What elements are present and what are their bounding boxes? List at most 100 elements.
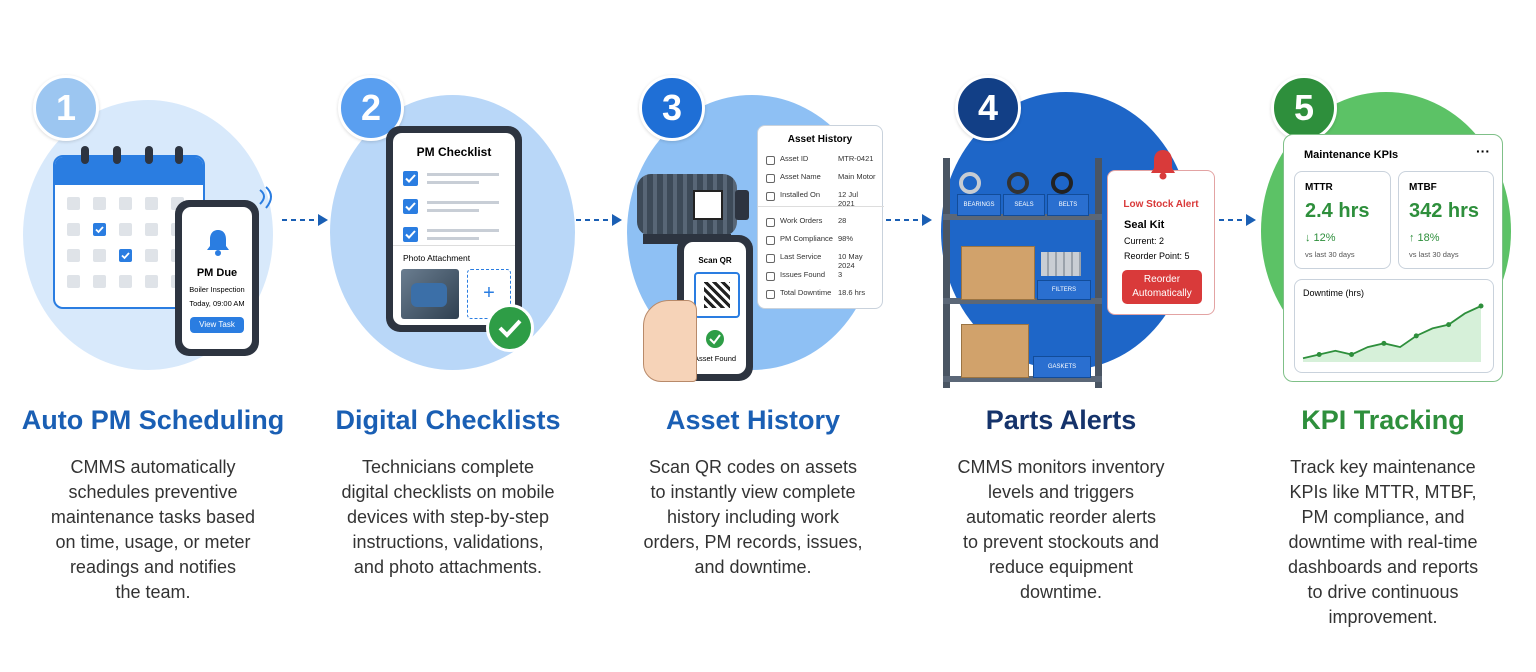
asset-history-row: Last Service 10 May 2024 bbox=[766, 252, 876, 270]
asset-history-card-title: Asset History bbox=[787, 134, 853, 145]
desc-line: devices with step-by-step bbox=[346, 507, 550, 527]
step-1-badge: 1 bbox=[33, 75, 99, 141]
step-5-title: KPI Tracking bbox=[1301, 405, 1465, 435]
calendar-day bbox=[93, 249, 106, 262]
low-stock-alert-title: Low Stock Alert bbox=[1123, 199, 1199, 210]
checklist-item[interactable] bbox=[403, 169, 513, 189]
calendar-day bbox=[67, 275, 80, 288]
chart-point bbox=[1478, 303, 1484, 309]
kpi-card-title: Maintenance KPIs bbox=[1304, 149, 1399, 161]
row-key: Asset Name bbox=[780, 172, 821, 181]
row-value: Main Motor bbox=[838, 172, 876, 181]
step-1-title: Auto PM Scheduling bbox=[21, 405, 285, 435]
chart-point bbox=[1413, 333, 1419, 339]
flow-arrow-2 bbox=[576, 214, 622, 226]
step-2-title: Digital Checklists bbox=[335, 405, 561, 435]
alert-current-stock: Current: 2 bbox=[1124, 236, 1165, 246]
asset-history-row: Issues Found 3 bbox=[766, 270, 876, 284]
calendar-day bbox=[119, 223, 132, 236]
desc-line: reduce equipment bbox=[988, 557, 1134, 577]
checkbox-checked-icon bbox=[403, 227, 418, 242]
alert-task: Boiler Inspection bbox=[189, 285, 245, 294]
bell-icon bbox=[204, 227, 232, 257]
reorder-automatically-button[interactable]: Reorder Automatically bbox=[1122, 270, 1202, 304]
mttr-period: vs last 30 days bbox=[1305, 250, 1355, 259]
step-3-badge: 3 bbox=[639, 75, 705, 141]
calendar-day bbox=[93, 223, 106, 236]
signal-icon bbox=[259, 186, 272, 209]
desc-line: readings and notifies bbox=[69, 557, 237, 577]
desc-line: Technicians complete bbox=[361, 457, 535, 477]
motor-photo bbox=[401, 269, 459, 319]
mtbf-value: 342 hrs bbox=[1409, 200, 1480, 222]
cardboard-box bbox=[961, 324, 1029, 378]
desc-line: KPIs like MTTR, MTBF, bbox=[1289, 482, 1477, 502]
checkbox-checked-icon bbox=[403, 171, 418, 186]
chart-point bbox=[1316, 352, 1322, 358]
chart-area bbox=[1303, 306, 1481, 362]
calendar-day bbox=[67, 249, 80, 262]
kpi-menu-icon[interactable]: ··· bbox=[1476, 143, 1490, 159]
row-value: 98% bbox=[838, 234, 854, 243]
desc-line: levels and triggers bbox=[987, 482, 1135, 502]
row-value: 10 May 2024 bbox=[838, 252, 863, 270]
desc-line: the team. bbox=[115, 582, 191, 602]
desc-line: dashboards and reports bbox=[1287, 557, 1479, 577]
step-4-title: Parts Alerts bbox=[985, 405, 1137, 435]
downtime-line-chart bbox=[1302, 303, 1484, 362]
calendar-day bbox=[119, 197, 132, 210]
mtbf-card: MTBF 342 hrs ↑ 18% vs last 30 days bbox=[1398, 171, 1494, 269]
step-3-title: Asset History bbox=[665, 405, 841, 435]
desc-line: to instantly view complete bbox=[650, 482, 856, 502]
scan-qr-label: Scan QR bbox=[698, 256, 732, 265]
row-value: 28 bbox=[838, 216, 847, 225]
mttr-card: MTTR 2.4 hrs ↓ 12% vs last 30 days bbox=[1294, 171, 1391, 269]
checklist-item[interactable] bbox=[403, 225, 513, 245]
row-icon bbox=[766, 254, 775, 263]
desc-line: downtime with real-time bbox=[1288, 532, 1478, 552]
row-icon bbox=[766, 272, 775, 281]
alert-title: PM Due bbox=[196, 267, 238, 279]
checklist-item[interactable] bbox=[403, 197, 513, 217]
calendar-day bbox=[145, 275, 158, 288]
mttr-change: ↓ 12% bbox=[1305, 232, 1336, 244]
row-key: Last Service bbox=[780, 252, 822, 261]
kpi-dashboard-card: Maintenance KPIs ··· MTTR 2.4 hrs ↓ 12% … bbox=[1283, 134, 1503, 382]
checklist-title: PM Checklist bbox=[416, 145, 492, 159]
mtbf-label: MTBF bbox=[1409, 182, 1437, 193]
calendar-day bbox=[145, 249, 158, 262]
flow-arrow-4 bbox=[1210, 214, 1256, 226]
mttr-value: 2.4 hrs bbox=[1305, 200, 1370, 222]
success-check-icon bbox=[486, 304, 534, 352]
row-key: Issues Found bbox=[780, 270, 826, 279]
phone-notification: PM Due Boiler Inspection Today, 09:00 AM… bbox=[175, 200, 259, 356]
row-value: 3 bbox=[838, 270, 843, 279]
desc-line: automatic reorder alerts bbox=[965, 507, 1157, 527]
alarm-bell-icon bbox=[1148, 147, 1178, 181]
hand-illustration bbox=[643, 300, 697, 382]
step-digital-checklists: 2 PM Checklist Photo Attachment + Digita… bbox=[298, 0, 598, 672]
row-icon bbox=[766, 236, 775, 245]
desc-line: and photo attachments. bbox=[353, 557, 543, 577]
asset-qr-icon bbox=[693, 190, 723, 220]
step-auto-pm-scheduling: 1 PM Due Boiler Inspection Today, 09:00 … bbox=[3, 0, 303, 672]
row-value: 12 Jul 2021 bbox=[838, 190, 859, 208]
desc-line: digital checklists on mobile bbox=[341, 482, 555, 502]
row-key: Total Downtime bbox=[780, 288, 832, 297]
view-task-button[interactable]: View Task bbox=[190, 317, 244, 333]
parts-bin: BEARINGS bbox=[957, 194, 1001, 216]
parts-bin: FILTERS bbox=[1037, 280, 1091, 300]
flow-arrow-1 bbox=[282, 214, 328, 226]
desc-line: PM compliance, and bbox=[1301, 507, 1465, 527]
flow-arrow-3 bbox=[886, 214, 932, 226]
asset-found-check-icon bbox=[706, 330, 724, 348]
desc-line: downtime. bbox=[1019, 582, 1103, 602]
